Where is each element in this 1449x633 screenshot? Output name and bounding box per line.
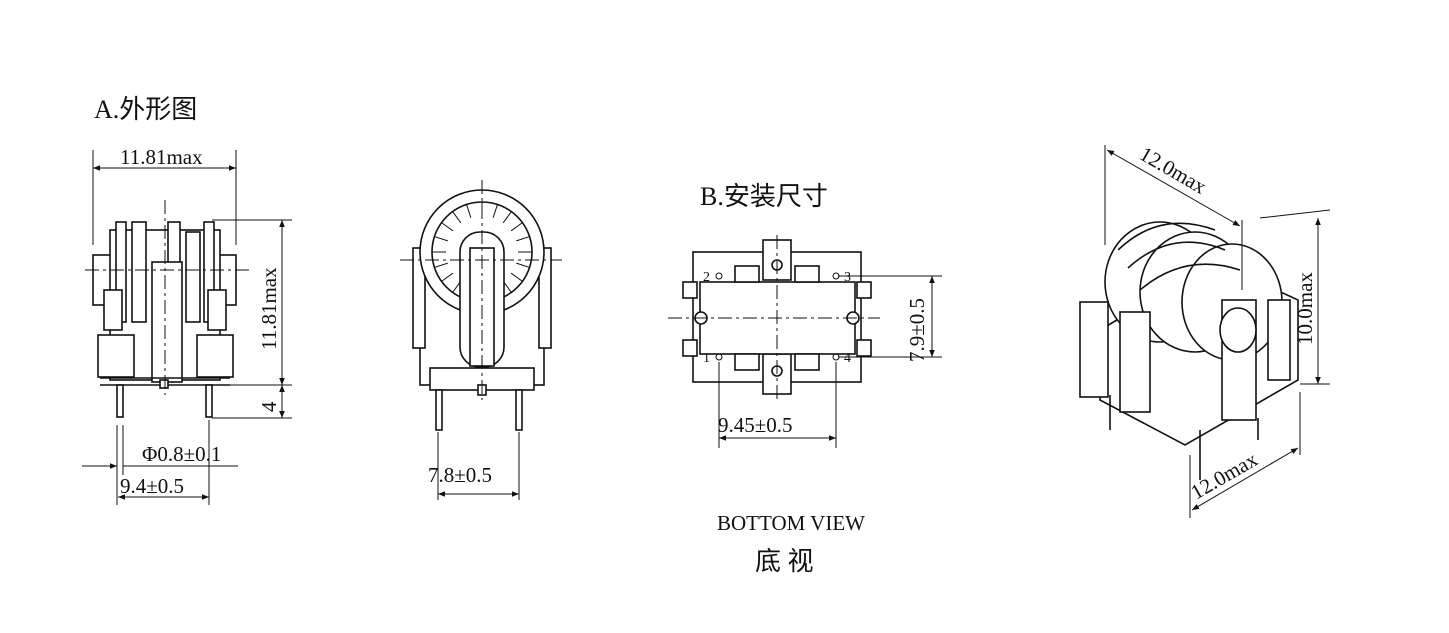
bottom-view-label-cn: 底 视: [755, 547, 814, 576]
bottom-view: 2 3 1 4 7.9±0.5 9.45±0.5: [668, 235, 942, 448]
winding-line: [466, 204, 472, 218]
winding-line: [441, 272, 454, 282]
pin-spacing-front-label: 9.4±0.5: [120, 474, 184, 498]
iso-height-label: 10.0max: [1293, 272, 1317, 345]
front-view: 11.81max 11.81max 4: [82, 145, 292, 505]
pin-label-1: 1: [703, 351, 710, 366]
winding-line: [502, 211, 512, 224]
winding-line: [452, 211, 462, 224]
winding-line: [516, 236, 530, 242]
section-a-title: A.外形图: [94, 95, 197, 124]
winding-line: [441, 222, 454, 232]
winding-line: [492, 204, 498, 218]
isometric-view: 12.0max 10.0max 12.0max: [1079, 142, 1331, 518]
winding-line: [434, 236, 448, 242]
pin-length-label: 4: [257, 401, 281, 412]
front-height-label: 11.81max: [257, 267, 281, 350]
iso-length-label: 12.0max: [1136, 142, 1212, 199]
row-spacing-label: 7.9±0.5: [905, 298, 929, 362]
winding-line: [516, 262, 530, 268]
winding-line: [510, 272, 523, 282]
pin-label-2: 2: [703, 270, 710, 285]
pin-label-3: 3: [844, 270, 851, 285]
pin-spacing-side-label: 7.8±0.5: [428, 463, 492, 487]
section-b-title: B.安装尺寸: [700, 182, 828, 211]
winding-line: [510, 222, 523, 232]
front-width-label: 11.81max: [120, 145, 203, 169]
bottom-view-label: BOTTOM VIEW: [717, 511, 865, 535]
pin-diameter-label: Φ0.8±0.1: [142, 442, 221, 466]
winding-line: [434, 262, 448, 268]
side-view: 7.8±0.5: [400, 180, 562, 500]
column-spacing-label: 9.45±0.5: [718, 413, 793, 437]
pin-label-4: 4: [844, 351, 851, 366]
